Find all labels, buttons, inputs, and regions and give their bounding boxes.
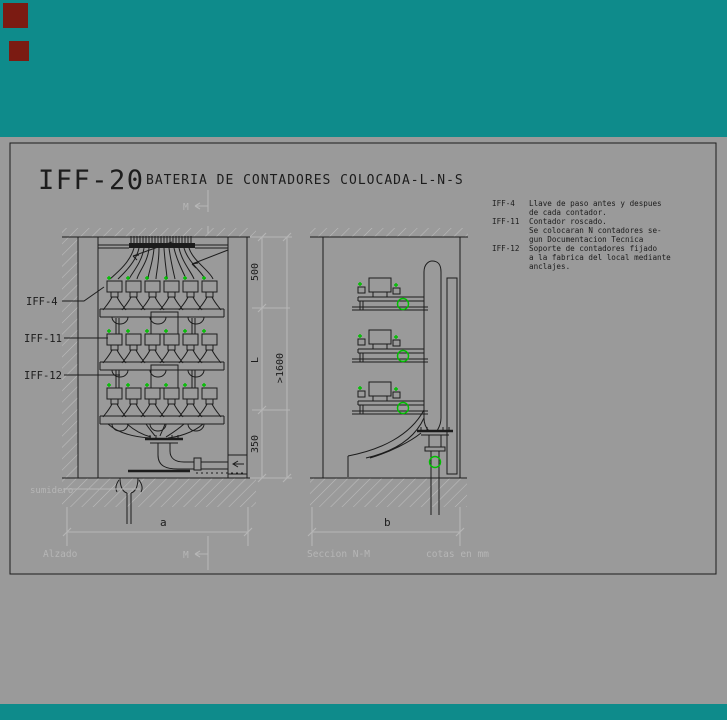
main-riser-pipe (423, 260, 442, 432)
shelf-assembly (351, 381, 429, 415)
legend-line: Soporte de contadores fijado (529, 244, 657, 253)
shelf-assembly (351, 329, 429, 363)
section-marker-top (194, 190, 209, 234)
legend-line: Llave de paso antes y despues (529, 199, 662, 208)
legend-code-iff4: IFF-4 (492, 199, 515, 208)
masonry-hatching (62, 228, 468, 507)
desktop-top-band (0, 0, 727, 137)
caption-alzado: Alzado (43, 549, 78, 560)
desktop-square-2 (9, 41, 29, 61)
dim-b: b (384, 516, 391, 529)
plate-title: BATERIA DE CONTADORES COLOCADA-L-N-S (146, 173, 464, 188)
desktop-square-1 (3, 3, 28, 28)
meter-row (100, 329, 224, 377)
drawing-frame (9, 142, 717, 575)
legend-line: anclajes. (529, 262, 570, 271)
callout-iff11: IFF-11 (24, 333, 62, 345)
desktop-bottom-band (0, 704, 727, 720)
legend: IFF-4 Llave de paso antes y despues de c… (492, 199, 671, 271)
legend-line: Se colocaran N contadores se- (529, 226, 662, 235)
meter-row (100, 383, 224, 431)
legend-code-iff12: IFF-12 (492, 244, 519, 253)
section-view (322, 236, 461, 515)
callout-sumidero: sumidero (30, 486, 73, 496)
legend-line: gun Documentacion Tecnica (529, 235, 643, 244)
callout-leaders (62, 286, 140, 490)
dim-L: L (250, 357, 261, 363)
section-marker-bottom (194, 536, 209, 570)
dim-350: 350 (250, 435, 261, 453)
elevation-view (77, 236, 248, 524)
flow-arrow-icon (132, 241, 229, 269)
pipe-fan (109, 247, 214, 280)
outlet-arrow-icon (232, 460, 244, 468)
dimension-lines (62, 232, 465, 546)
dim-a: a (160, 516, 167, 529)
legend-line: de cada contador. (529, 208, 607, 217)
caption-units: cotas en mm (426, 549, 489, 560)
caption-seccion: Seccion N-M (307, 549, 370, 560)
legend-line: a la fabrica del local mediante (529, 253, 671, 262)
outlet-box (227, 454, 248, 475)
callout-iff4: IFF-4 (26, 296, 58, 308)
dim-500: 500 (250, 263, 261, 281)
section-marker-bottom-label: M (183, 550, 189, 561)
shelf-assembly (351, 277, 429, 311)
section-marker-top-label: M (183, 202, 189, 213)
legend-line: Contador roscado. (529, 217, 607, 226)
dim-1600: >1600 (275, 353, 286, 383)
meter-row (100, 276, 224, 324)
support-wall (446, 277, 458, 475)
plate-code: IFF-20 (38, 165, 145, 196)
callout-iff12: IFF-12 (24, 370, 62, 382)
legend-code-iff11: IFF-11 (492, 217, 520, 226)
